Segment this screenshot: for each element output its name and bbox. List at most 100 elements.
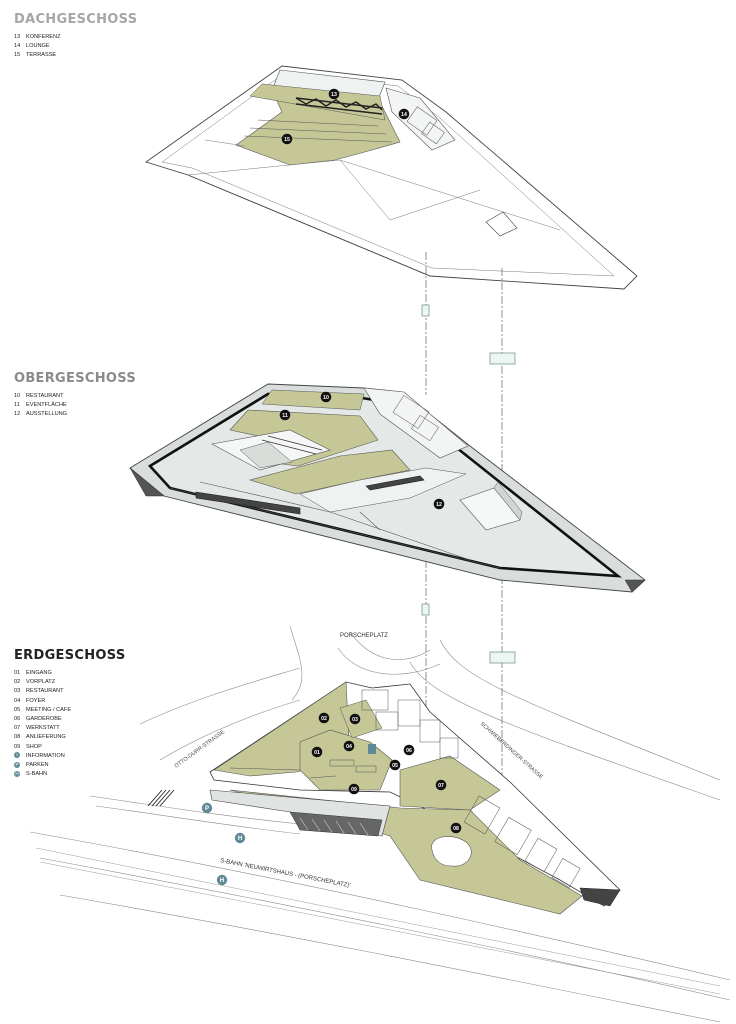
room-marker-dot bbox=[328, 88, 340, 100]
sbahn-symbol-2: H bbox=[216, 874, 228, 886]
room-marker-number: 10 bbox=[323, 395, 329, 401]
room-marker-dot bbox=[320, 391, 332, 403]
legend-number: 02 bbox=[14, 679, 21, 686]
legend-label: RESTAURANT bbox=[26, 688, 64, 695]
sbahn-symbol-letter-2: H bbox=[220, 878, 224, 884]
room-marker-number: 01 bbox=[314, 750, 320, 756]
room-marker-dot bbox=[433, 498, 445, 510]
information-point bbox=[368, 744, 376, 754]
room-marker-number: 14 bbox=[401, 112, 407, 118]
room-marker-number: 11 bbox=[282, 413, 288, 419]
room-marker-number: 15 bbox=[284, 137, 290, 143]
legend-label: VORPLATZ bbox=[26, 679, 56, 686]
legend-number: 13 bbox=[14, 34, 21, 40]
legend-label: LOUNGE bbox=[26, 43, 50, 50]
street-label-otto-durr: OTTO-DURR-STRASSE bbox=[174, 729, 227, 770]
legend-number: 05 bbox=[14, 706, 21, 713]
street-label-porscheplatz: PORSCHEPLATZ bbox=[340, 633, 388, 639]
legend-symbol-label: INFORMATION bbox=[26, 752, 65, 759]
legend-item: 08 ANLIEFERUNG bbox=[14, 733, 126, 742]
sbahn-symbol-letter-1: H bbox=[238, 836, 242, 842]
room-marker-01: 01 bbox=[311, 746, 323, 758]
upper-exhibition-band bbox=[299, 467, 467, 513]
ground-planter bbox=[431, 836, 472, 867]
legend-item: 01 EINGANG bbox=[14, 669, 126, 678]
site-plan bbox=[29, 625, 731, 1023]
legend-number: 12 bbox=[14, 411, 21, 418]
floor-title-obergeschoss: OBERGESCHOSS bbox=[14, 371, 136, 386]
room-marker-03: 03 bbox=[349, 713, 361, 725]
room-marker-10: 10 bbox=[320, 391, 332, 403]
room-marker-dot bbox=[450, 822, 462, 834]
legend-item: 04 FOYER bbox=[14, 697, 126, 706]
legend-number: 04 bbox=[14, 697, 21, 704]
room-marker-number: 03 bbox=[352, 717, 358, 723]
room-marker-13: 13 bbox=[328, 88, 340, 100]
legend-number: 09 bbox=[14, 743, 21, 750]
legend-item: 06 GARDEROBE bbox=[14, 715, 126, 724]
legend-label: GARDEROBE bbox=[26, 716, 62, 723]
upper-gallery-zone bbox=[248, 449, 411, 495]
floor-title-dachgeschoss: DACHGESCHOSS bbox=[14, 12, 138, 27]
legend-symbol-badge: H bbox=[14, 770, 20, 777]
legend-label: SHOP bbox=[26, 743, 42, 750]
legend-number: 14 bbox=[14, 43, 21, 50]
legend-label: MEETING / CAFE bbox=[26, 706, 72, 713]
ground-workshop bbox=[399, 755, 501, 811]
legend-number: 10 bbox=[14, 393, 21, 399]
room-marker-dot bbox=[311, 746, 323, 758]
room-marker-06: 06 bbox=[403, 744, 415, 756]
site-track-lines bbox=[35, 847, 721, 995]
legend-symbol-label: PARKEN bbox=[26, 762, 49, 769]
room-marker-04: 04 bbox=[343, 740, 355, 752]
legend-label: EINGANG bbox=[26, 670, 52, 676]
room-marker-15: 15 bbox=[281, 133, 293, 145]
room-marker-dot bbox=[435, 779, 447, 791]
legend-number: 06 bbox=[14, 716, 21, 723]
legend-item: 02 VORPLATZ bbox=[14, 678, 126, 687]
sbahn-symbol-1: H bbox=[234, 832, 246, 844]
legend-label: AUSSTELLUNG bbox=[26, 411, 68, 418]
connector-markers bbox=[421, 304, 516, 664]
roof-level bbox=[144, 65, 638, 290]
roof-truss bbox=[295, 97, 383, 115]
room-marker-12: 12 bbox=[433, 498, 445, 510]
room-marker-07: 07 bbox=[435, 779, 447, 791]
room-marker-dot bbox=[398, 108, 410, 120]
room-marker-number: 02 bbox=[321, 716, 327, 722]
room-marker-14: 14 bbox=[398, 108, 410, 120]
legend-item: 10 RESTAURANT bbox=[14, 392, 136, 401]
legend-label: EVENTFLÄCHE bbox=[26, 402, 67, 409]
parking-symbol: P bbox=[201, 802, 213, 814]
room-marker-number: 09 bbox=[351, 787, 357, 793]
room-marker-number: 07 bbox=[438, 783, 444, 789]
room-marker-09: 09 bbox=[348, 783, 360, 795]
legend-label: ANLIEFERUNG bbox=[26, 734, 66, 741]
legend-number: 15 bbox=[14, 52, 21, 59]
legend-label: FOYER bbox=[26, 697, 46, 704]
room-marker-dot bbox=[343, 740, 355, 752]
legend-number: 08 bbox=[14, 734, 21, 741]
upper-level bbox=[129, 383, 646, 593]
upper-slab-edge bbox=[129, 467, 165, 497]
room-marker-05: 05 bbox=[389, 759, 401, 771]
room-marker-number: 12 bbox=[436, 502, 442, 508]
legend-number: 07 bbox=[14, 725, 21, 732]
ground-level bbox=[209, 681, 621, 915]
legend-number: 01 bbox=[14, 670, 21, 676]
roof-hatch bbox=[485, 211, 518, 237]
room-marker-dot bbox=[389, 759, 401, 771]
room-marker-number: 08 bbox=[453, 826, 459, 832]
legend-label: RESTAURANT bbox=[26, 393, 64, 399]
ground-restaurant bbox=[339, 699, 383, 739]
